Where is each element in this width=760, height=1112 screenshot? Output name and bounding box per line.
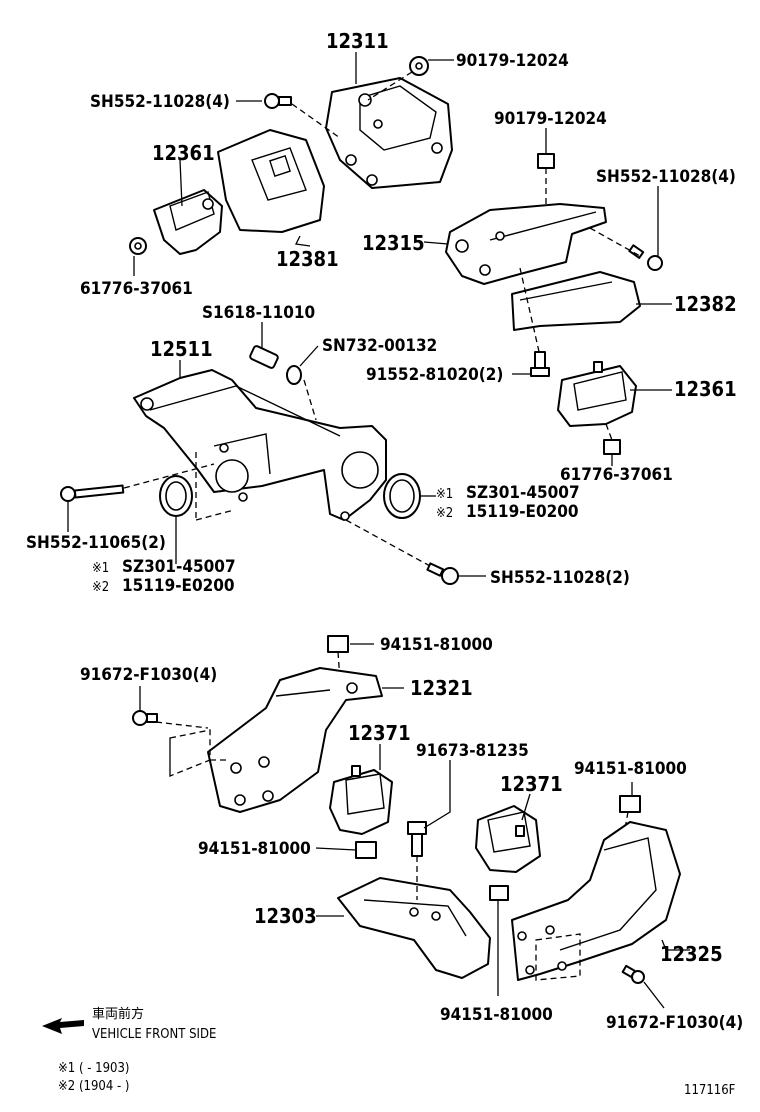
- label-15119-left[interactable]: 15119-E0200: [122, 576, 235, 596]
- nut-90179-right[interactable]: [537, 153, 555, 169]
- mount-12371-left[interactable]: [329, 765, 393, 835]
- footer-notes: 車両前方 VEHICLE FRONT SIDE ※1 ( - 1903) ※2 …: [58, 1006, 736, 1098]
- nut-94151-top[interactable]: [327, 635, 349, 653]
- gasket-right[interactable]: [383, 473, 421, 519]
- label-12321[interactable]: 12321: [410, 676, 473, 700]
- bolt-sh552-bottom[interactable]: [426, 562, 459, 585]
- label-12371-right[interactable]: 12371: [500, 772, 563, 796]
- bolt-sh552-right[interactable]: [628, 244, 663, 271]
- mount-12361-left[interactable]: [153, 189, 223, 255]
- bolt-91672-left[interactable]: [132, 710, 158, 726]
- bracket-12303[interactable]: [337, 877, 491, 979]
- label-12361-left[interactable]: 12361: [152, 141, 215, 165]
- bracket-12321[interactable]: [207, 667, 383, 813]
- label-12361-right[interactable]: 12361: [674, 377, 737, 401]
- label-12511[interactable]: 12511: [150, 337, 213, 361]
- label-12325[interactable]: 12325: [660, 942, 723, 966]
- marker-right-1: ※1: [436, 487, 453, 502]
- label-s1618[interactable]: S1618-11010: [202, 303, 315, 323]
- label-15119-right[interactable]: 15119-E0200: [466, 502, 579, 522]
- front-label-jp: 車両前方: [92, 1006, 144, 1022]
- marker-right-2: ※2: [436, 506, 453, 521]
- label-sh552-bottom[interactable]: SH552-11028(2): [490, 568, 630, 588]
- insulator-12382[interactable]: [511, 271, 641, 331]
- nut-94151-bottom[interactable]: [489, 885, 509, 901]
- front-label-en: VEHICLE FRONT SIDE: [92, 1027, 216, 1042]
- label-sz301-left[interactable]: SZ301-45007: [122, 557, 236, 577]
- bolt-sh552-11065[interactable]: [60, 484, 125, 502]
- nut-61776-left[interactable]: [129, 237, 147, 255]
- bolt-91672-right[interactable]: [621, 964, 645, 984]
- insulator-12381[interactable]: [217, 129, 325, 233]
- label-94151-left[interactable]: 94151-81000: [198, 839, 311, 859]
- label-12311[interactable]: 12311: [326, 29, 389, 53]
- label-12371-left[interactable]: 12371: [348, 721, 411, 745]
- nut-61776-right[interactable]: [603, 439, 621, 455]
- label-12382[interactable]: 12382: [674, 292, 737, 316]
- stud-s1618[interactable]: [249, 345, 279, 369]
- leader-lines: [67, 52, 690, 1009]
- label-91552[interactable]: 91552-81020(2): [366, 365, 503, 385]
- label-94151-bottom[interactable]: 94151-81000: [440, 1005, 553, 1025]
- front-arrow-icon: [42, 1018, 84, 1034]
- label-91672-right[interactable]: 91672-F1030(4): [606, 1013, 743, 1033]
- part-labels: 12311 90179-12024 SH552-11028(4) 12361 1…: [26, 29, 743, 1033]
- nut-94151-right[interactable]: [619, 795, 641, 813]
- label-12381[interactable]: 12381: [276, 247, 339, 271]
- label-90179-top[interactable]: 90179-12024: [456, 51, 569, 71]
- nut-94151-left[interactable]: [355, 841, 377, 859]
- bolt-91673[interactable]: [407, 821, 427, 857]
- label-90179-right[interactable]: 90179-12024: [494, 109, 607, 129]
- gasket-left[interactable]: [159, 475, 193, 517]
- bolt-sh552-top-left[interactable]: [264, 93, 292, 109]
- marker-left-2: ※2: [92, 580, 109, 595]
- crossmember-12511[interactable]: [133, 369, 387, 521]
- label-91673[interactable]: 91673-81235: [416, 741, 529, 761]
- label-94151-top[interactable]: 94151-81000: [380, 635, 493, 655]
- mount-12361-right[interactable]: [557, 361, 637, 427]
- bolt-91552[interactable]: [530, 351, 550, 377]
- label-12303[interactable]: 12303: [254, 904, 317, 928]
- label-12315[interactable]: 12315: [362, 231, 425, 255]
- bracket-12311[interactable]: [325, 77, 453, 189]
- label-sh552-top-left[interactable]: SH552-11028(4): [90, 92, 230, 112]
- label-sh552-11065[interactable]: SH552-11065(2): [26, 533, 166, 553]
- bracket-12315[interactable]: [445, 203, 607, 285]
- label-94151-right[interactable]: 94151-81000: [574, 759, 687, 779]
- label-61776-left[interactable]: 61776-37061: [80, 279, 193, 299]
- note-2: ※2 (1904 - ): [58, 1079, 130, 1094]
- nut-90179-top[interactable]: [409, 56, 429, 76]
- mount-12371-right[interactable]: [475, 805, 541, 873]
- note-1: ※1 ( - 1903): [58, 1061, 130, 1076]
- marker-left-1: ※1: [92, 561, 109, 576]
- label-sz301-right[interactable]: SZ301-45007: [466, 483, 580, 503]
- label-sh552-right[interactable]: SH552-11028(4): [596, 167, 736, 187]
- label-91672-left[interactable]: 91672-F1030(4): [80, 665, 217, 685]
- label-sn732[interactable]: SN732-00132: [322, 336, 437, 356]
- label-61776-right[interactable]: 61776-37061: [560, 465, 673, 485]
- diagram-id: 117116F: [684, 1083, 736, 1098]
- bracket-12325[interactable]: [511, 821, 681, 981]
- ring-sn732[interactable]: [286, 365, 302, 385]
